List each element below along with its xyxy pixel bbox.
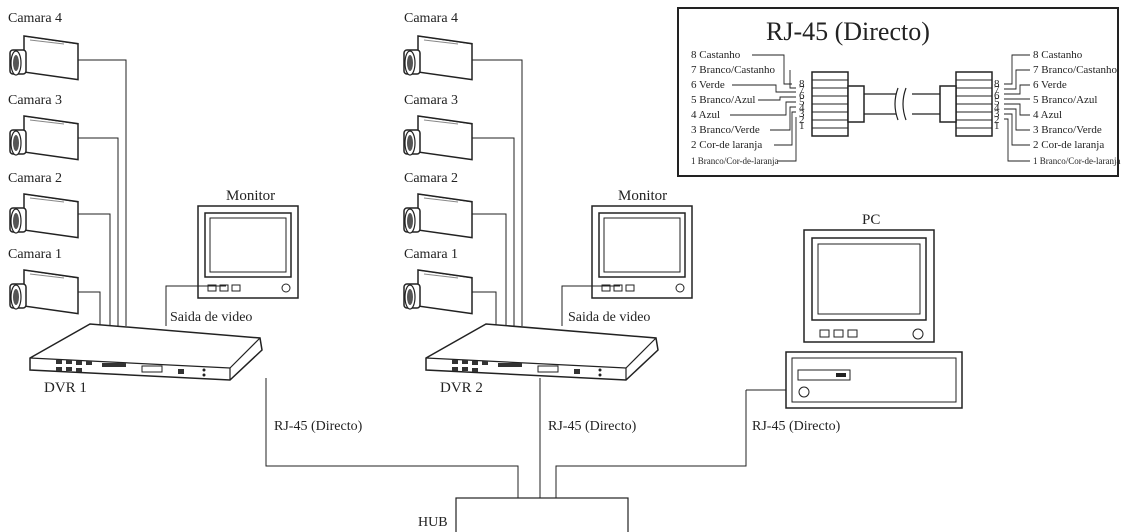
camera-4-label: Camara 4: [8, 11, 62, 26]
camera-3-label: Camara 3: [8, 93, 62, 108]
pin-num-right-6: 6: [994, 90, 1000, 102]
pc: PC RJ-45 (Directo): [555, 212, 963, 498]
pin-num-right-4: 4: [994, 102, 1000, 114]
pin-left-7: 7 Branco/Castanho: [691, 64, 776, 76]
pin-right-6: 6 Verde: [1033, 79, 1067, 91]
pin-left-3: 3 Branco/Verde: [691, 124, 760, 136]
pin-left-2: 2 Cor-de laranja: [691, 139, 762, 151]
pin-num-left-8: 8: [799, 78, 805, 90]
dvr-2-label: DVR 2: [440, 380, 483, 396]
camera-3-icon: [403, 115, 473, 161]
rj45-cable: [864, 87, 940, 121]
camera-2-icon: [9, 193, 79, 239]
pin-left-6: 6 Verde: [691, 79, 725, 91]
pin-num-left-6: 6: [799, 90, 805, 102]
pc-tower-icon: [785, 351, 963, 409]
camera-4-icon: [9, 35, 79, 81]
camera-cables: [472, 59, 523, 326]
pin-left-5: 5 Branco/Azul: [691, 94, 755, 106]
pin-num-left-2: 2: [799, 114, 805, 126]
pin-num-left-1: 1: [799, 120, 805, 132]
pin-num-right-7: 7: [994, 84, 1000, 96]
monitor-icon: [197, 205, 299, 299]
rj45-pinout-inset: RJ-45 (Directo) 8 Castanho 7 Branco/Cast…: [677, 7, 1121, 177]
network-1: Camara 4 Camara 3 Camara 2 Camara 1 Moni…: [8, 11, 519, 498]
pin-right-7: 7 Branco/Castanho: [1033, 64, 1118, 76]
hub: HUB: [418, 497, 629, 532]
pin-num-left-7: 7: [799, 84, 805, 96]
pin-right-2: 2 Cor-de laranja: [1033, 139, 1104, 151]
pin-left-1: 1 Branco/Cor-de-laranja: [691, 156, 779, 166]
camera-1-icon: [9, 269, 79, 315]
rj45-link-2-label: RJ-45 (Directo): [548, 419, 637, 434]
monitor-label: Monitor: [618, 188, 667, 204]
camera-cables: [78, 59, 127, 326]
pin-num-right-8: 8: [994, 78, 1000, 90]
dvr-1-label: DVR 1: [44, 380, 87, 396]
pc-monitor-icon: [803, 229, 935, 343]
pc-label: PC: [862, 212, 880, 228]
rj45-link-pc-label: RJ-45 (Directo): [752, 419, 841, 434]
pin-right-3: 3 Branco/Verde: [1033, 124, 1102, 136]
rj45-connector-right-icon: [939, 71, 993, 137]
camera-2-label: Camara 2: [8, 171, 62, 186]
hub-label: HUB: [418, 515, 448, 530]
pin-right-8: 8 Castanho: [1033, 49, 1083, 61]
rj45-title: RJ-45 (Directo): [766, 17, 930, 46]
camera-1-label: Camara 1: [8, 247, 62, 262]
pin-num-right-2: 2: [994, 114, 1000, 126]
pin-num-left-5: 5: [799, 96, 805, 108]
pin-num-left-4: 4: [799, 102, 805, 114]
pin-right-1: 1 Branco/Cor-de-laranja: [1033, 156, 1121, 166]
dvr-1-icon: [29, 323, 263, 381]
monitor-label: Monitor: [226, 188, 275, 204]
camera-1-icon: [403, 269, 473, 315]
rj45-link-1-label: RJ-45 (Directo): [274, 419, 363, 434]
video-out-label: Saida de video: [568, 310, 650, 325]
camera-3-label: Camara 3: [404, 93, 458, 108]
hub-box: [455, 497, 629, 532]
pin-right-4: 4 Azul: [1033, 109, 1062, 121]
pin-left-8: 8 Castanho: [691, 49, 741, 61]
pin-num-right-3: 3: [994, 108, 1000, 120]
pin-left-4: 4 Azul: [691, 109, 720, 121]
camera-4-label: Camara 4: [404, 11, 458, 26]
pin-num-left-3: 3: [799, 108, 805, 120]
camera-2-icon: [403, 193, 473, 239]
network-2: Camara 4 Camara 3 Camara 2 Camara 1 Moni…: [403, 11, 693, 498]
monitor-icon: [591, 205, 693, 299]
pin-num-right-1: 1: [994, 120, 1000, 132]
camera-1-label: Camara 1: [404, 247, 458, 262]
pin-num-right-5: 5: [994, 96, 1000, 108]
video-out-label: Saida de video: [170, 310, 252, 325]
pin-right-5: 5 Branco/Azul: [1033, 94, 1097, 106]
dvr-2-icon: [425, 323, 659, 381]
camera-4-icon: [403, 35, 473, 81]
camera-2-label: Camara 2: [404, 171, 458, 186]
camera-3-icon: [9, 115, 79, 161]
